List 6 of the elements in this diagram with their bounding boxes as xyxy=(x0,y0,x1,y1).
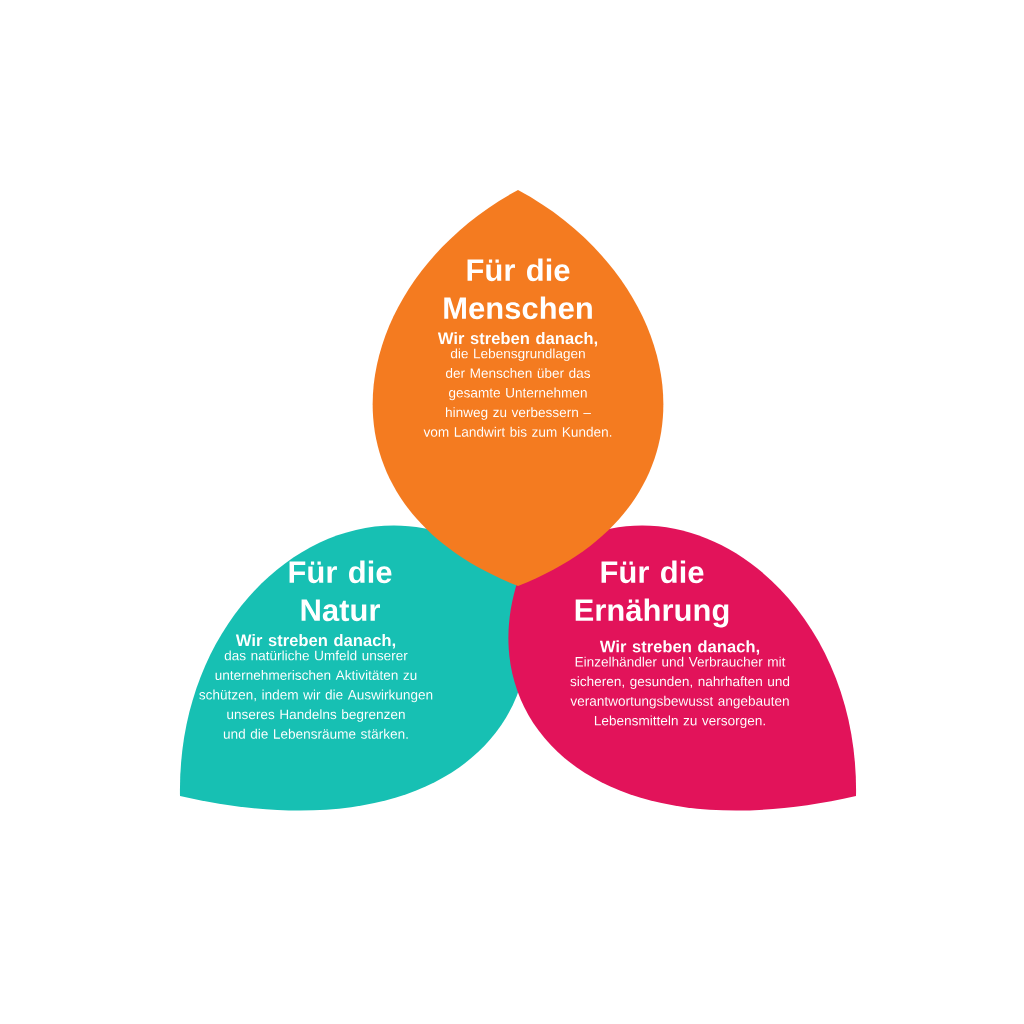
heading: Für die Menschen xyxy=(444,258,592,320)
lead-text: Wir streben danach, xyxy=(437,332,598,347)
heading: Für die Natur xyxy=(289,560,392,622)
heading: Für die Ernährung xyxy=(575,560,729,628)
lead-text: Wir streben danach, xyxy=(599,640,760,655)
lead-text: Wir streben danach, xyxy=(235,634,396,649)
